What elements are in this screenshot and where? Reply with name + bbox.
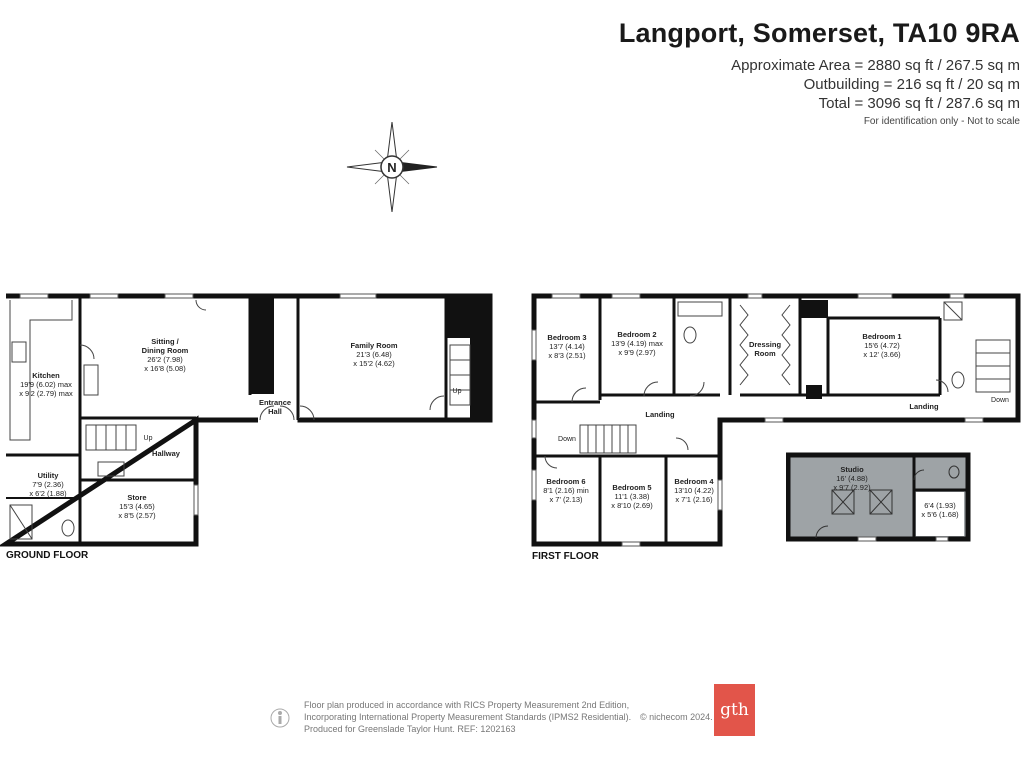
bedroom-3-name: Bedroom 3 [547,333,586,342]
family-room-name: Family Room [350,341,397,350]
entrance-hall-name-1: Entrance [259,398,291,407]
first-floor-label: FIRST FLOOR [532,551,599,562]
bedroom-1-dim-1: 15'6 (4.72) [864,341,900,350]
person-icon [270,708,290,728]
stairs-up-label-ground: Up [144,435,153,442]
sitting-room-dim-1: 26'2 (7.98) [147,355,183,364]
bedroom-3-dim-1: 13'7 (4.14) [549,342,585,351]
stairs-down-label-1: Down [558,436,576,443]
approximate-area: Approximate Area = 2880 sq ft / 267.5 sq… [731,57,1020,74]
total-area: Total = 3096 sq ft / 287.6 sq m [818,95,1020,112]
studio-dim-1: 16' (4.88) [836,474,868,483]
store-dim-2: x 8'5 (2.57) [118,511,156,520]
footer-line-2: Incorporating International Property Mea… [304,712,632,722]
bedroom-6-name: Bedroom 6 [546,477,585,486]
bedroom-6-dim-2: x 7' (2.13) [549,495,583,504]
bedroom-5-name: Bedroom 5 [612,483,651,492]
family-room-dim-2: x 15'2 (4.62) [353,359,395,368]
stairs-down-label-2: Down [991,397,1009,404]
sitting-room-name-1: Sitting / [151,337,179,346]
gth-logo: gth [714,684,755,736]
entrance-hall-name-2: Hall [268,407,282,416]
kitchen-dim-2: x 9'2 (2.79) max [19,389,73,398]
stairs-up-label-family: Up [453,388,462,395]
bedroom-4-dim-2: x 7'1 (2.16) [675,495,713,504]
utility-name: Utility [38,471,60,480]
property-address: Langport, Somerset, TA10 9RA [618,18,1020,48]
studio-side-dim-1: 6'4 (1.93) [924,501,956,510]
kitchen-dim-1: 19'9 (6.02) max [20,380,72,389]
bedroom-5-dim-1: 11'1 (3.38) [614,492,650,501]
compass-rose-icon: N [346,121,438,213]
footer-text: Floor plan produced in accordance with R… [304,699,713,735]
bedroom-5-dim-2: x 8'10 (2.69) [611,501,653,510]
compass-north-letter: N [387,160,396,175]
studio-dim-2: x 9'7 (2.92) [833,483,871,492]
kitchen-name: Kitchen [32,371,60,380]
outbuilding-plan: Studio 16' (4.88) x 9'7 (2.92) 6'4 (1.93… [786,452,971,542]
store-name: Store [127,493,146,502]
sitting-room-dim-2: x 16'8 (5.08) [144,364,186,373]
studio-name: Studio [840,465,864,474]
bedroom-4-name: Bedroom 4 [674,477,714,486]
outbuilding-area: Outbuilding = 216 sq ft / 20 sq m [803,76,1020,93]
dressing-room-name-2: Room [754,349,776,358]
logo-text: gth [720,700,749,720]
first-floor-plan: Bedroom 3 13'7 (4.14) x 8'3 (2.51) Bedro… [531,293,1021,547]
bedroom-1-name: Bedroom 1 [862,332,901,341]
ground-floor-plan: Kitchen 19'9 (6.02) max x 9'2 (2.79) max… [0,293,493,547]
landing-label-1: Landing [645,410,675,419]
bedroom-2-dim-2: x 9'9 (2.97) [618,348,656,357]
studio-side-dim-2: x 5'6 (1.68) [921,510,959,519]
sitting-room-name-2: Dining Room [142,346,189,355]
ground-floor-label: GROUND FLOOR [6,550,89,561]
hallway-name: Hallway [152,449,181,458]
store-dim-1: 15'3 (4.65) [119,502,155,511]
footer-line-1: Floor plan produced in accordance with R… [304,700,630,710]
footer-line-3: Produced for Greenslade Taylor Hunt. REF… [304,724,516,734]
bedroom-1-dim-2: x 12' (3.66) [863,350,901,359]
bedroom-2-name: Bedroom 2 [617,330,656,339]
bedroom-3-dim-2: x 8'3 (2.51) [548,351,586,360]
utility-dim-1: 7'9 (2.36) [32,480,64,489]
landing-label-2: Landing [909,402,939,411]
disclaimer-note: For identification only - Not to scale [863,116,1020,127]
family-room-dim-1: 21'3 (6.48) [356,350,392,359]
bedroom-6-dim-1: 8'1 (2.16) min [543,486,589,495]
bedroom-4-dim-1: 13'10 (4.22) [674,486,714,495]
footer-copyright: © nichecom 2024. [640,712,713,722]
dressing-room-name-1: Dressing [749,340,782,349]
bedroom-2-dim-1: 13'9 (4.19) max [611,339,663,348]
utility-dim-2: x 6'2 (1.88) [29,489,67,498]
